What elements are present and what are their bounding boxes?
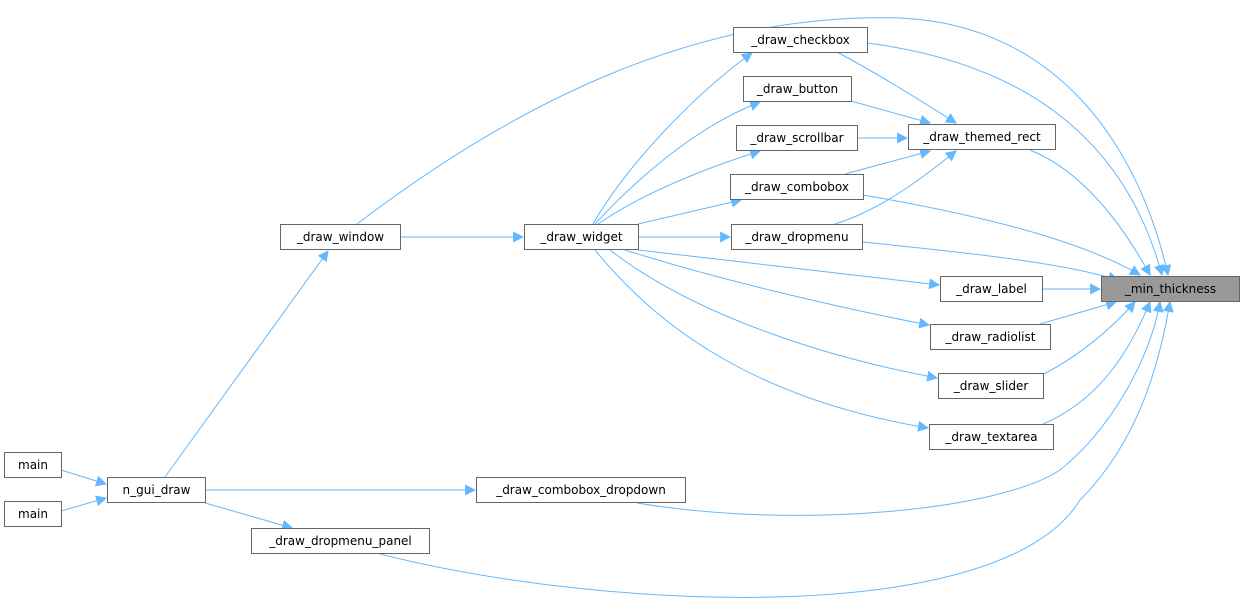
edge-draw_widget-to-draw_button — [594, 100, 762, 225]
edge-draw_dropmenu-to-min_thickness — [862, 241, 1120, 283]
edge-draw_button-to-draw_themed_rect — [850, 100, 932, 126]
edge-draw_combobox_dropdown-to-min_thickness — [636, 300, 1164, 516]
node-draw-widget[interactable]: _draw_widget — [524, 224, 639, 250]
edge-draw_checkbox-to-min_thickness — [866, 42, 1165, 277]
edge-draw_textarea-to-min_thickness — [1042, 300, 1152, 425]
node-draw-checkbox[interactable]: _draw_checkbox — [733, 27, 868, 53]
node-n-gui-draw[interactable]: n_gui_draw — [107, 477, 206, 503]
node-draw-label[interactable]: _draw_label — [940, 276, 1043, 302]
edge-draw_dropmenu_panel-to-min_thickness — [379, 300, 1174, 598]
node-draw-combobox[interactable]: _draw_combobox — [730, 174, 864, 200]
node-draw-slider[interactable]: _draw_slider — [938, 373, 1044, 399]
node-draw-combobox-dropdown[interactable]: _draw_combobox_dropdown — [476, 477, 686, 503]
edge-draw_widget-to-draw_slider — [609, 249, 939, 382]
edge-draw_checkbox-to-draw_themed_rect — [836, 51, 957, 124]
edge-draw_widget-to-draw_checkbox — [592, 52, 753, 225]
edge-main1-to-n_gui_draw — [60, 469, 108, 487]
edge-draw_widget-to-draw_textarea — [594, 249, 930, 432]
edge-draw_radiolist-to-min_thickness — [1039, 299, 1118, 325]
edge-draw_widget-to-draw_label — [637, 249, 941, 290]
edge-draw_widget-to-draw_scrollbar — [597, 148, 762, 225]
node-draw-textarea[interactable]: _draw_textarea — [929, 424, 1054, 450]
node-draw-radiolist[interactable]: _draw_radiolist — [930, 324, 1051, 350]
node-draw-themed-rect[interactable]: _draw_themed_rect — [908, 124, 1056, 150]
node-draw-window[interactable]: _draw_window — [280, 224, 401, 250]
edge-draw_slider-to-min_thickness — [1043, 301, 1136, 375]
edge-draw_combobox-to-draw_themed_rect — [844, 148, 932, 175]
node-draw-scrollbar[interactable]: _draw_scrollbar — [736, 125, 858, 151]
edge-n_gui_draw-to-draw_window — [164, 250, 329, 478]
edge-draw_combobox-to-min_thickness — [862, 194, 1141, 276]
edge-main2-to-n_gui_draw — [60, 495, 108, 512]
edge-draw_themed_rect-to-min_thickness — [1029, 149, 1151, 276]
node-main-1[interactable]: main — [4, 452, 62, 478]
node-main-2[interactable]: main — [4, 501, 62, 527]
edge-draw_dropmenu-to-draw_themed_rect — [834, 150, 957, 225]
node-min-thickness[interactable]: _min_thickness — [1101, 276, 1240, 302]
node-draw-dropmenu[interactable]: _draw_dropmenu — [731, 224, 863, 250]
node-draw-button[interactable]: _draw_button — [743, 76, 852, 102]
edge-draw_widget-to-draw_radiolist — [624, 249, 931, 329]
edge-draw_widget-to-draw_combobox — [637, 196, 743, 225]
node-draw-dropmenu-panel[interactable]: _draw_dropmenu_panel — [251, 528, 430, 554]
edge-draw_window-to-min_thickness — [356, 17, 1172, 277]
edge-n_gui_draw-to-draw_dropmenu_panel — [204, 502, 294, 531]
